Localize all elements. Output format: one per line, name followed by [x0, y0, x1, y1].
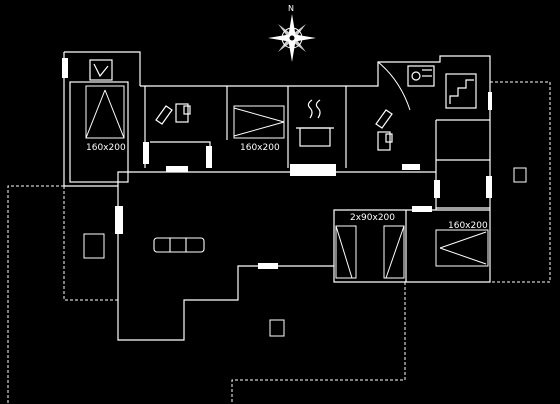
bed-middle	[233, 105, 285, 139]
sofa-icon	[153, 237, 205, 253]
washer-icon	[407, 65, 435, 87]
stairs-icon	[445, 73, 477, 109]
window-top-left	[62, 58, 68, 78]
bed-size-label-top-left: 160x200	[86, 143, 126, 153]
openings	[62, 58, 492, 269]
door-swing-arc	[377, 61, 411, 111]
door-bunk-room	[412, 206, 432, 212]
door-kitchen	[166, 166, 188, 172]
window-right-1	[434, 180, 440, 198]
window-right-top	[488, 92, 492, 110]
sauna-icon	[89, 59, 113, 81]
bed-right	[435, 229, 489, 267]
door-corridor-left	[143, 142, 149, 164]
compass-rose	[268, 14, 316, 62]
outdoor-markers	[83, 167, 527, 337]
bed-top-left	[85, 85, 125, 139]
compass-north-label: N	[288, 4, 294, 13]
door-bathroom	[290, 164, 336, 176]
window-right-2	[486, 176, 492, 198]
bed-bunk	[335, 225, 405, 279]
door-hall-right	[402, 164, 420, 170]
wc-icon	[155, 103, 191, 125]
bed-size-label-bunk: 2x90x200	[350, 213, 395, 223]
bed-size-label-middle: 160x200	[240, 143, 280, 153]
window-living-left	[115, 206, 123, 234]
terrace-outline	[7, 81, 551, 404]
pot-icon	[296, 99, 334, 147]
wc-icon-2	[375, 109, 393, 151]
door-living-bottom	[258, 263, 278, 269]
bed-size-label-right: 160x200	[448, 221, 488, 231]
door-corridor-right	[206, 146, 212, 168]
walls	[63, 51, 491, 341]
